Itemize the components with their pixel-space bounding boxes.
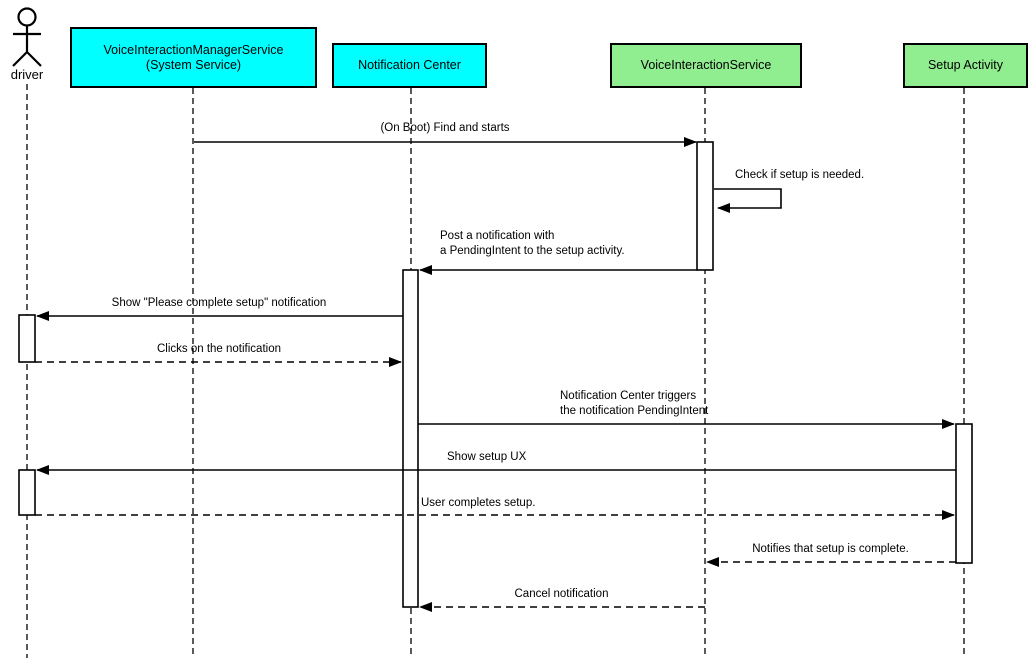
message-arrows (35, 137, 956, 612)
message-label-show-setup-ux: Show setup UX (447, 451, 527, 463)
activation-driver-1 (18, 314, 36, 363)
message-label-user-completes-setup: User completes setup. (421, 497, 536, 509)
activation-notification-center (402, 269, 419, 608)
message-label-show-complete-setup-notification: Show "Please complete setup" notificatio… (111, 297, 327, 309)
message-label-check-if-setup-needed: Check if setup is needed. (735, 169, 865, 181)
participant-setup-activity: Setup Activity (903, 43, 1028, 88)
actor-label: driver (10, 67, 44, 82)
message-label-triggers-pendingintent: Notification Center triggers the notific… (560, 390, 709, 417)
actor-head (17, 7, 37, 27)
activation-bars (18, 141, 973, 608)
message-label-on-boot-find-and-starts: (On Boot) Find and starts (380, 122, 510, 134)
message-label-notifies-setup-complete: Notifies that setup is complete. (752, 543, 909, 555)
actor-left-leg (12, 51, 28, 67)
message-label-cancel-notification: Cancel notification (514, 588, 609, 600)
participant-voiceinteractionmanagerservice: VoiceInteractionManagerService (System S… (70, 27, 317, 88)
arrow-check-if-setup-needed-self (714, 188, 782, 213)
activation-voiceinteractionservice (696, 141, 714, 271)
actor-figure (12, 7, 42, 67)
activation-driver-2 (18, 469, 36, 516)
message-label-post-notification: Post a notification with a PendingIntent… (440, 230, 625, 257)
participant-notification-center: Notification Center (332, 43, 487, 88)
message-label-clicks-on-notification: Clicks on the notification (156, 343, 281, 355)
actor-right-leg (26, 51, 42, 67)
activation-setup-activity (955, 423, 973, 564)
participant-voiceinteractionservice: VoiceInteractionService (610, 43, 802, 88)
